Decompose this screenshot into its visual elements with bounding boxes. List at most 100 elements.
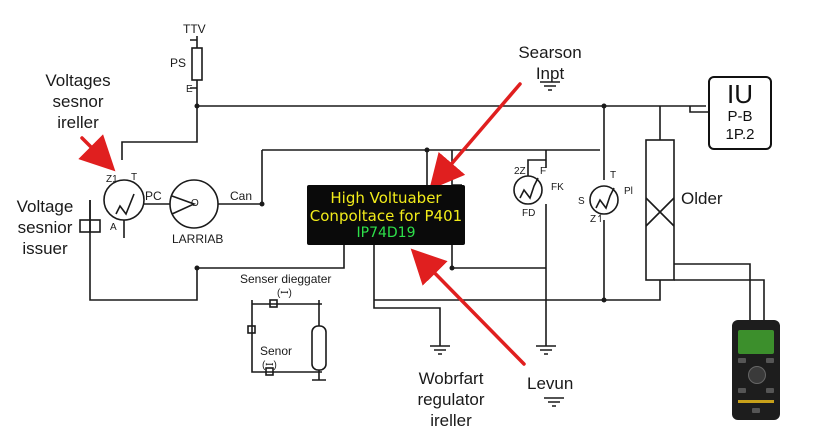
voltages-sensor-title: Voltages sesnor ireller [30, 70, 126, 133]
node-3 [424, 147, 430, 153]
p1-label: Pl [624, 186, 633, 197]
wobrfart-line2: regulator [417, 390, 485, 409]
fk-sensor-circle [513, 175, 543, 205]
iu-line1: IU [727, 79, 753, 109]
display-line3: IP74D19 [356, 225, 416, 241]
iu-pb-module: IU P-B 1P.2 [708, 76, 772, 150]
p1-sensor-circle [589, 185, 619, 215]
display-line2: Conpoltace for P401 [309, 207, 463, 225]
can-label: Can [230, 189, 253, 203]
wobrfart-regulator-label: Wobrfart regulator ireller [396, 368, 506, 431]
arrow-voltage-sensor [78, 134, 116, 172]
sensor-box-label: Senor [260, 344, 293, 358]
ground-1 [430, 345, 450, 355]
voltage-line3: issuer [22, 239, 68, 258]
searson-ground [540, 81, 560, 91]
wobrfart-line3: ireller [430, 411, 472, 430]
s-label: S [578, 196, 585, 207]
t-left-label: T [131, 172, 138, 183]
meter-stripe [738, 400, 774, 403]
left-small-resistor [79, 219, 101, 233]
a-label: A [110, 222, 117, 233]
sensor-diagram-tr [269, 299, 278, 308]
sensor-diagram-sub: (ꟷ) [277, 288, 292, 299]
zz-label: 2Z [514, 166, 526, 177]
o-label: O [191, 198, 199, 209]
older-body [645, 139, 675, 281]
older-to-meter-1 [674, 263, 751, 320]
older-to-meter-2 [674, 279, 765, 320]
voltage-line2: sesnior [17, 218, 73, 237]
voltages-line3: ireller [57, 113, 99, 132]
sensor-diagram-tl [247, 325, 256, 334]
high-voltage-display: High Voltuaber Conpoltace for P401 IP74D… [307, 185, 465, 245]
sensor-diagram-title: Senser dieggater [240, 272, 332, 286]
arrow-searson-input [429, 82, 522, 190]
meter-dial-icon [748, 366, 766, 384]
arrow-levun [410, 248, 526, 366]
meter-button [766, 358, 774, 363]
searson-input-label: Searson Inpt [504, 42, 596, 84]
display-line1: High Voltuaber [330, 189, 442, 207]
meter-button [766, 388, 774, 393]
display-left-drop [197, 245, 345, 269]
fd-label: FD [522, 208, 536, 219]
ps-label: PS [170, 56, 187, 70]
fk-sensor-zigzag [519, 177, 539, 200]
t-right-label: T [610, 170, 617, 181]
iu-line3: 1P.2 [725, 126, 755, 143]
older-label: Older [681, 189, 723, 208]
rail-to-pc [121, 106, 198, 160]
sensor-diagram-br [265, 367, 274, 376]
voltages-line1: Voltages [45, 71, 111, 90]
older-cross [645, 197, 675, 227]
wobrfart-line1: Wobrfart [418, 369, 484, 388]
display-right-drop [451, 245, 546, 269]
larriab-label: LARRIAB [172, 232, 224, 246]
ps-resistor [191, 47, 203, 81]
voltages-line2: sesnor [52, 92, 104, 111]
node-1 [194, 103, 200, 109]
sensor-probe-lead [312, 300, 326, 381]
voltage-sensor-issuer-title: Voltage sesnior issuer [2, 196, 88, 259]
ps-small-tick [190, 39, 197, 89]
iu-line2: P-B [727, 108, 753, 125]
meter-button [738, 358, 746, 363]
display-center-drop [373, 245, 441, 346]
z-right-label: Z↿ [590, 214, 605, 225]
larriab-slash [171, 195, 197, 215]
pc-sensor-circle [103, 179, 145, 221]
fk-leg [527, 159, 546, 176]
p1-sensor-zigzag [595, 187, 615, 210]
levun-label: Levun [527, 374, 574, 393]
node-2 [259, 201, 265, 207]
left-vertical [89, 200, 198, 301]
levun-ground [544, 397, 564, 407]
searson-line1: Searson [518, 43, 582, 62]
node-5 [194, 265, 200, 271]
meter-button [752, 408, 760, 413]
sensor-probe [311, 325, 327, 371]
bottom-right-bus [374, 280, 661, 301]
fk-label: FK [551, 182, 564, 193]
node-7 [601, 297, 607, 303]
sensor-box-sub: (ꟷ) [262, 360, 277, 371]
node-6 [449, 265, 455, 271]
e-label: E [186, 84, 193, 95]
z1-label: Z1 [106, 174, 118, 185]
pc-sensor-zigzag [115, 193, 135, 216]
ground-2 [536, 345, 556, 355]
voltage-line1: Voltage [16, 197, 74, 216]
searson-line2: Inpt [535, 64, 565, 83]
handheld-multimeter [732, 320, 780, 420]
node-4 [601, 103, 607, 109]
ttv-label: TTV [183, 22, 206, 36]
f-label: F [540, 166, 547, 177]
iu-connector [689, 106, 708, 113]
pc-label: PC [145, 189, 162, 203]
sensor-diagram-frame [251, 300, 322, 373]
meter-button [738, 388, 746, 393]
meter-screen [738, 330, 774, 354]
